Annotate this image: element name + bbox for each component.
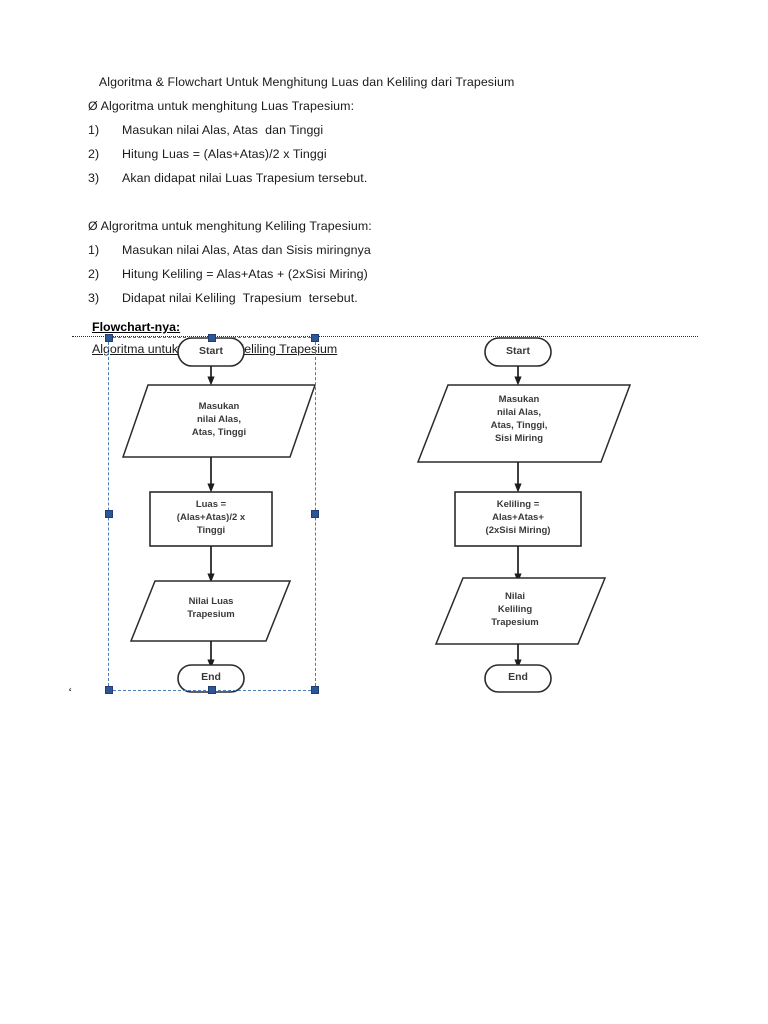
list-item: 3) Akan didapat nilai Luas Trapesium ter… xyxy=(88,166,688,190)
list-number: 3) xyxy=(88,171,100,185)
list-number: 1) xyxy=(88,123,100,137)
resize-handle-middle-right[interactable] xyxy=(311,510,319,518)
list-text: Didapat nilai Keliling Trapesium tersebu… xyxy=(122,291,358,305)
right-input-parallelogram xyxy=(416,384,632,463)
flowchart-right-shapes xyxy=(416,337,632,693)
resize-handle-middle-left[interactable] xyxy=(105,510,113,518)
list-text: Hitung Keliling = Alas+Atas + (2xSisi Mi… xyxy=(122,267,368,281)
list-number: 2) xyxy=(88,267,100,281)
right-end-label: End xyxy=(508,671,528,683)
right-input-label: Masukan nilai Alas, Atas, Tinggi, Sisi M… xyxy=(490,394,548,444)
list-number: 2) xyxy=(88,147,100,161)
right-output-label: Nilai Keliling Trapesium xyxy=(491,591,539,628)
list-text: Hitung Luas = (Alas+Atas)/2 x Tinggi xyxy=(122,147,327,161)
document-title: Algoritma & Flowchart Untuk Menghitung L… xyxy=(96,75,515,89)
list-item: 2) Hitung Keliling = Alas+Atas + (2xSisi… xyxy=(88,262,688,286)
paragraph-spacer xyxy=(88,190,688,214)
list-item: 1) Masukan nilai Alas, Atas dan Sisis mi… xyxy=(88,238,688,262)
stray-apostrophe-mark: ‘ xyxy=(68,684,73,699)
list-number: 3) xyxy=(88,291,100,305)
right-process-rectangle xyxy=(454,491,582,547)
list-number: 1) xyxy=(88,243,100,257)
list-item: 2) Hitung Luas = (Alas+Atas)/2 x Tinggi xyxy=(88,142,688,166)
section-luas-bullet: Ø Algoritma untuk menghitung Luas Trapes… xyxy=(88,99,355,113)
text-content: Algoritma & Flowchart Untuk Menghitung L… xyxy=(88,70,688,360)
resize-handle-top-right[interactable] xyxy=(311,334,319,342)
horizontal-dotted-rule xyxy=(72,336,698,337)
right-end-terminator xyxy=(484,664,552,693)
resize-handle-top-left[interactable] xyxy=(105,334,113,342)
right-process-label: Keliling = Alas+Atas+ (2xSisi Miring) xyxy=(485,499,551,536)
resize-handle-bottom-left[interactable] xyxy=(105,686,113,694)
list-item: 3) Didapat nilai Keliling Trapesium ters… xyxy=(88,286,688,310)
selection-box-left-flowchart[interactable] xyxy=(105,334,319,694)
list-text: Masukan nilai Alas, Atas dan Sisis mirin… xyxy=(122,243,371,257)
resize-handle-bottom-center[interactable] xyxy=(208,686,216,694)
section-keliling-bullet: Ø Algroritma untuk menghitung Keliling T… xyxy=(88,219,372,233)
resize-handle-bottom-right[interactable] xyxy=(311,686,319,694)
resize-handle-top-center[interactable] xyxy=(208,334,216,342)
list-item: 1) Masukan nilai Alas, Atas dan Tinggi xyxy=(88,118,688,142)
list-text: Akan didapat nilai Luas Trapesium terseb… xyxy=(122,171,368,185)
flowchart-heading-bold: Flowchart-nya: xyxy=(92,320,181,334)
right-output-parallelogram xyxy=(434,577,607,645)
list-text: Masukan nilai Alas, Atas dan Tinggi xyxy=(122,123,324,137)
